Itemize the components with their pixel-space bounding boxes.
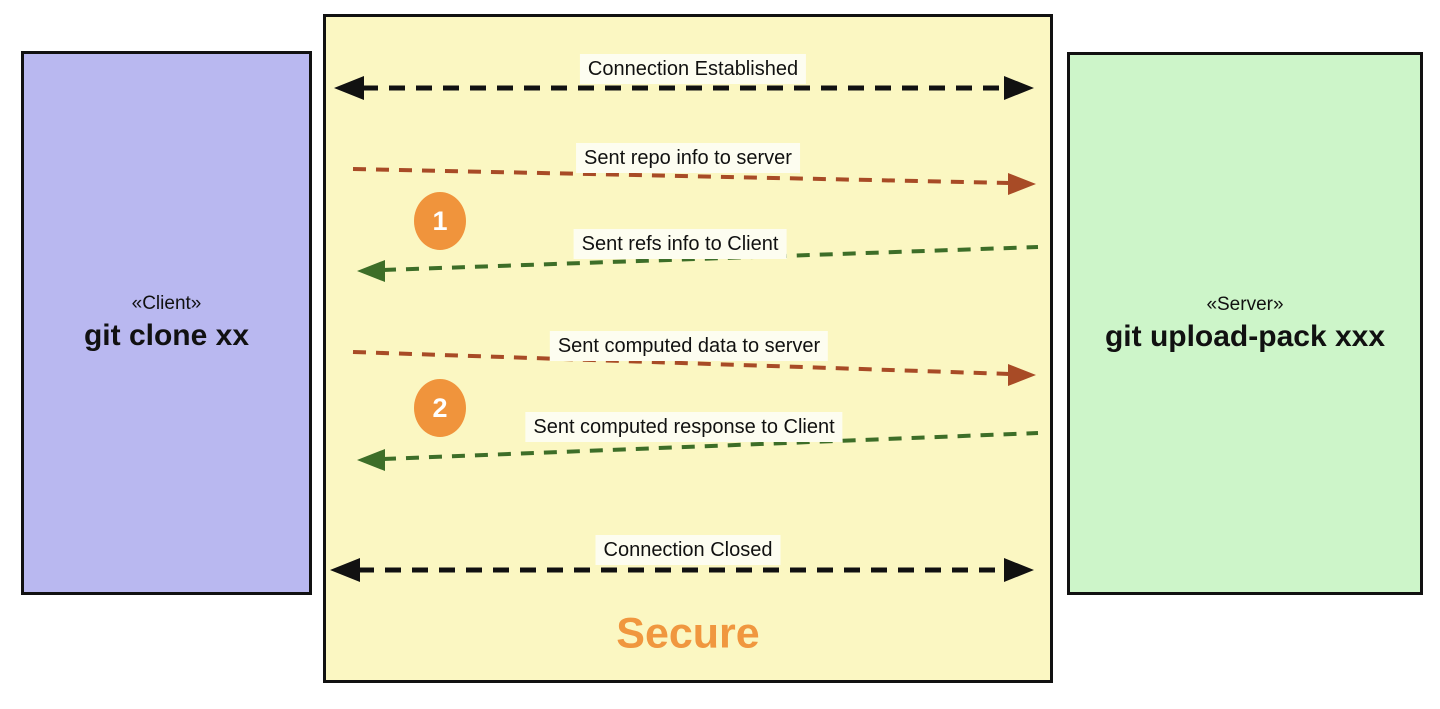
message-label-sent-computed-data: Sent computed data to server (549, 331, 829, 361)
client-stereotype: «Client» (131, 293, 202, 314)
step-badge-2: 2 (414, 379, 466, 437)
secure-zone-title: Secure (616, 609, 760, 658)
step-badge-1: 1 (414, 192, 466, 250)
secure-zone: Connection Established Sent repo info to… (323, 14, 1053, 683)
server-stereotype: «Server» (1206, 293, 1284, 315)
client-box: «Client» git clone xx (21, 51, 312, 595)
sent-computed-response-arrow (357, 431, 1039, 471)
server-box: «Server» git upload-pack xxx (1067, 52, 1423, 595)
sent-computed-data-arrow (352, 350, 1036, 386)
client-name: git clone xx (83, 319, 250, 352)
connection-closed-arrow (330, 558, 1034, 582)
message-label-connection-closed: Connection Closed (595, 535, 781, 565)
message-label-sent-repo-info: Sent repo info to server (576, 143, 800, 173)
connection-established-arrow (334, 76, 1034, 100)
message-label-connection-established: Connection Established (579, 54, 807, 84)
server-name: git upload-pack xxx (1104, 319, 1386, 353)
message-label-sent-computed-response: Sent computed response to Client (525, 412, 843, 442)
sent-repo-info-arrow (352, 167, 1036, 195)
message-label-sent-refs-info: Sent refs info to Client (573, 229, 787, 259)
